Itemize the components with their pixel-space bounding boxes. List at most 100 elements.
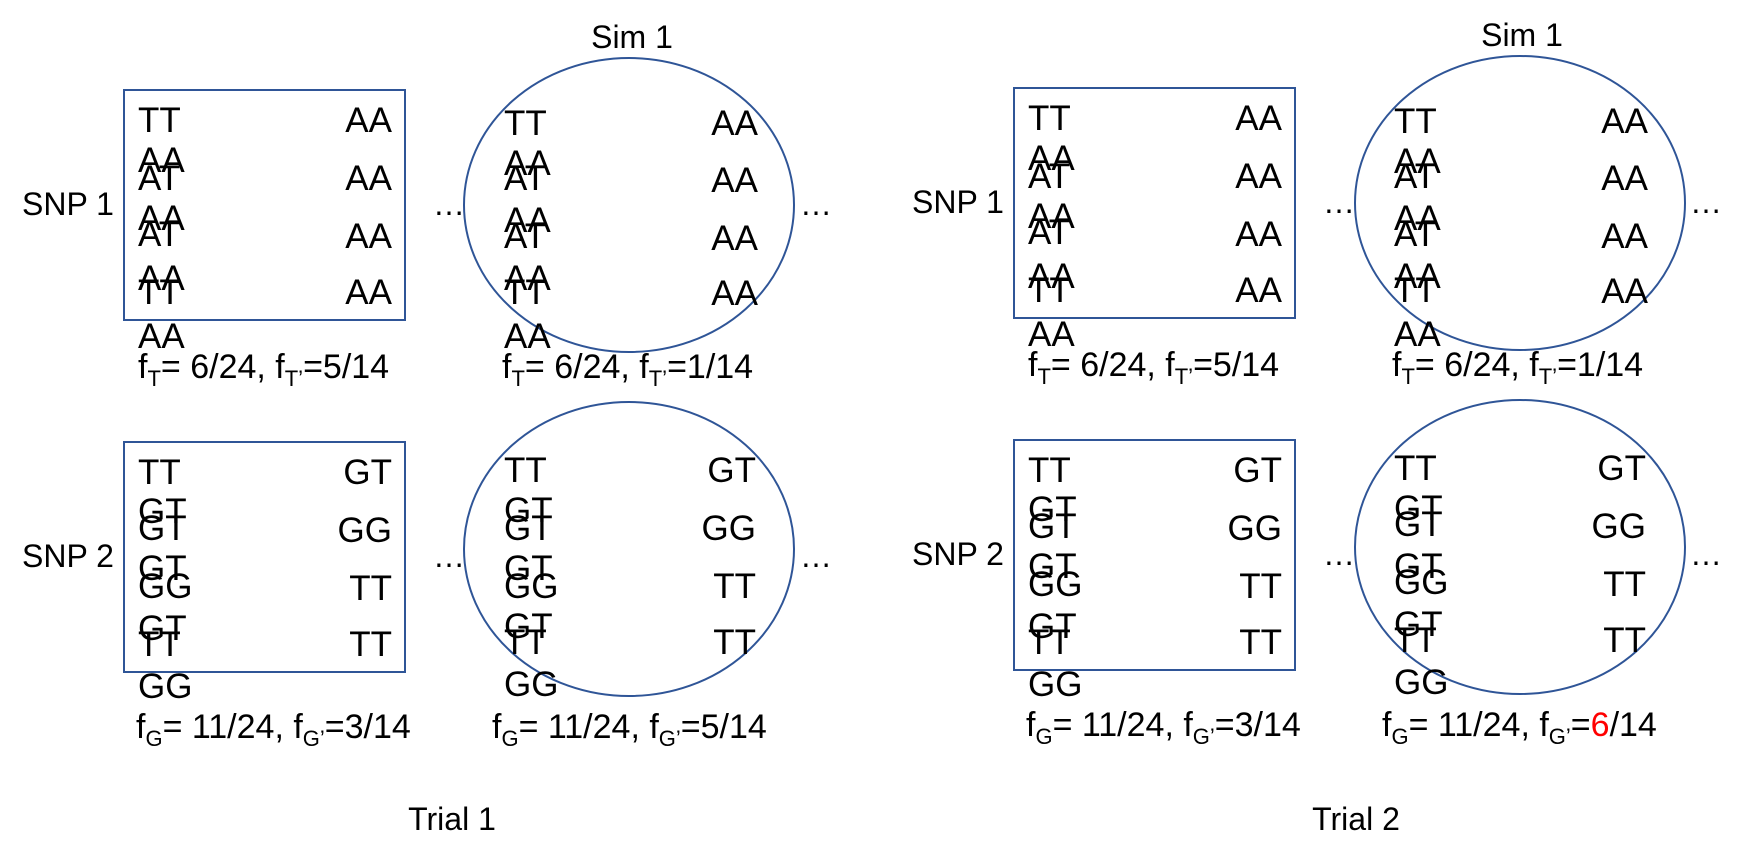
genotype: AT <box>504 217 546 256</box>
simulated-frequency-label: fT= 6/24, fT’=1/14 <box>502 348 753 391</box>
real-frequency-label: fG= 11/24, fG’=3/14 <box>136 708 411 751</box>
trial-1: Sim 1 SNP 1 TT AA AT AA AT AA TT AA AA A… <box>22 19 832 837</box>
genotype: GG <box>1394 563 1448 602</box>
genotype: AA <box>1235 157 1282 196</box>
simulated-sample-ellipse <box>1354 399 1686 695</box>
genotype: TT <box>504 451 547 490</box>
genotype: AA <box>1601 159 1648 198</box>
genotype: TT <box>349 625 392 664</box>
genotype: AT <box>504 159 546 198</box>
ellipsis: … <box>1323 184 1355 220</box>
genotype: TT <box>504 104 547 143</box>
real-sample-genotypes: TT AA AT AA AT AA TT AA AA AA AA AA <box>138 101 393 356</box>
genotype: AA <box>711 274 758 313</box>
genotype: GT <box>504 491 553 530</box>
genotype: GG <box>1592 507 1646 546</box>
genotype: AA <box>504 259 551 298</box>
genotype: GT <box>1028 490 1077 529</box>
real-frequency-label: fG= 11/24, fG’=3/14 <box>1026 706 1301 749</box>
snp-2-row: SNP 2 TT GT GT GT GG GT TT GG GT GG TT T… <box>22 401 832 751</box>
trial-label: Trial 1 <box>408 801 496 837</box>
genotype: GG <box>504 567 558 606</box>
genotype: AA <box>1394 199 1441 238</box>
snp-1-row: SNP 1 TT AA AT AA AT AA TT AA AA AA AA A… <box>912 55 1722 389</box>
trial-2: Sim 1 SNP 1 TT AA AT AA AT AA TT AA AA A… <box>912 17 1722 837</box>
genotype: AA <box>1028 257 1075 296</box>
genotype: TT <box>1394 102 1437 141</box>
snp-label: SNP 1 <box>912 184 1004 220</box>
ellipsis: … <box>1690 184 1722 220</box>
genotype: GT <box>504 549 553 588</box>
simulated-frequency-label: fT= 6/24, fT’=1/14 <box>1392 346 1643 389</box>
genotype: TT <box>1394 621 1437 660</box>
genotype: TT <box>1239 623 1282 662</box>
snp-label: SNP 2 <box>912 536 1004 572</box>
genotype: TT <box>1394 271 1437 310</box>
genotype: GG <box>1028 565 1082 604</box>
genotype: AA <box>1601 217 1648 256</box>
genotype: AA <box>345 159 392 198</box>
genotype: GT <box>1394 489 1443 528</box>
real-sample-box <box>1013 439 1296 671</box>
genotype: AA <box>1601 102 1648 141</box>
real-sample-genotypes: TT GT GT GT GG GT TT GG GT GG TT TT <box>1028 451 1282 704</box>
genotype: GT <box>343 453 392 492</box>
genotype: GT <box>138 549 187 588</box>
genotype: TT <box>1603 621 1646 660</box>
genotype: TT <box>504 273 547 312</box>
genotype: AT <box>138 159 180 198</box>
simulated-sample-genotypes: TT GT GT GT GG GT TT GG GT GG TT TT <box>504 451 756 704</box>
genotype: AA <box>345 273 392 312</box>
genotype: GG <box>504 665 558 704</box>
genotype: GT <box>1233 451 1282 490</box>
snp-2-row: SNP 2 TT GT GT GT GG GT TT GG GT GG TT T… <box>912 399 1722 749</box>
real-sample-box <box>123 441 406 673</box>
ellipsis: … <box>433 186 465 222</box>
genotype: AA <box>345 101 392 140</box>
snp-label: SNP 1 <box>22 186 114 222</box>
real-frequency-label: fT= 6/24, fT’=5/14 <box>138 348 389 391</box>
genotype: GT <box>138 609 187 648</box>
genotype: AA <box>138 199 185 238</box>
genotype: TT <box>713 623 756 662</box>
real-sample-box <box>1013 87 1296 319</box>
genotype: TT <box>138 625 181 664</box>
genotype: AA <box>1394 257 1441 296</box>
genotype: GG <box>138 667 192 706</box>
ellipsis: … <box>1690 536 1722 572</box>
sim-label: Sim 1 <box>591 19 673 55</box>
simulated-frequency-label: fG= 11/24, fG’=6/14 <box>1382 706 1657 749</box>
genotype: AT <box>1028 213 1070 252</box>
genotype: AT <box>1394 215 1436 254</box>
sim-label: Sim 1 <box>1481 17 1563 53</box>
genotype: AA <box>1028 197 1075 236</box>
snp-1-row: SNP 1 TT AA AT AA AT AA TT AA AA AA AA A… <box>22 57 832 391</box>
genotype: AA <box>504 201 551 240</box>
genotype: GT <box>1394 505 1443 544</box>
ellipsis: … <box>433 538 465 574</box>
simulated-frequency-label: fG= 11/24, fG’=5/14 <box>492 708 767 751</box>
genotype: AA <box>138 317 185 356</box>
genotype: TT <box>1603 565 1646 604</box>
simulated-sample-ellipse <box>463 401 795 697</box>
simulated-sample-genotypes: TT AA AT AA AT AA TT AA AA AA AA AA <box>1394 102 1649 354</box>
genotype: TT <box>1394 449 1437 488</box>
simulated-sample-ellipse <box>1354 55 1686 351</box>
genotype: GG <box>338 511 392 550</box>
genotype: GT <box>1028 547 1077 586</box>
genotype: AA <box>711 219 758 258</box>
genotype: AA <box>138 259 185 298</box>
genotype: TT <box>138 453 181 492</box>
genotype: AT <box>138 215 180 254</box>
genotype: TT <box>713 567 756 606</box>
simulated-sample-genotypes: TT AA AT AA AT AA TT AA AA AA AA AA <box>504 104 759 356</box>
ellipsis: … <box>800 186 832 222</box>
genotype: GT <box>707 451 756 490</box>
genotype: GT <box>138 509 187 548</box>
genotype: AA <box>711 104 758 143</box>
genotype: GG <box>702 509 756 548</box>
real-sample-genotypes: TT GT GT GT GG GT TT GG GT GG TT TT <box>138 453 392 706</box>
genotype: TT <box>504 623 547 662</box>
genotype: TT <box>1028 451 1071 490</box>
genotype: AA <box>1601 272 1648 311</box>
